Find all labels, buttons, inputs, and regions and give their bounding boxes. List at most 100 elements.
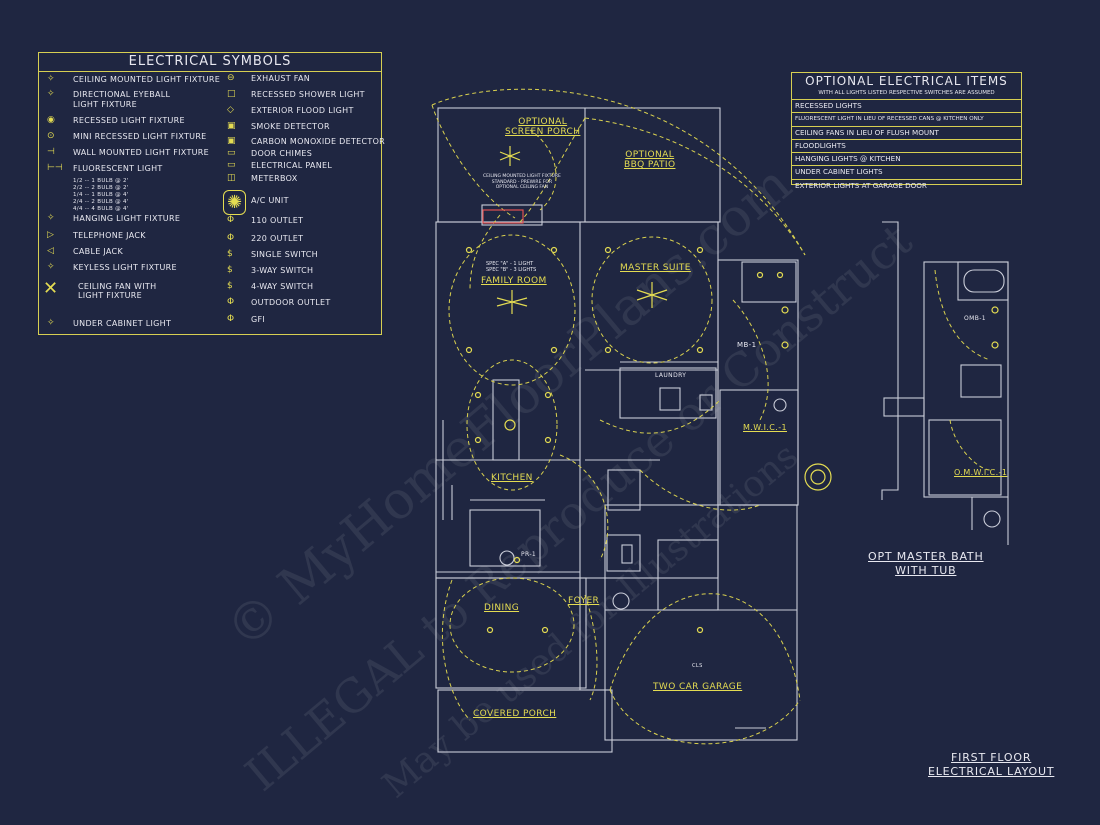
legend-left-label: WALL MOUNTED LIGHT FIXTURE	[73, 148, 210, 157]
covered-porch-label: COVERED PORCH	[473, 709, 557, 719]
spec-note: SPEC "A" - 1 LIGHT SPEC "B" - 3 LIGHTS	[486, 261, 536, 273]
floor-caption-line-1: FIRST FLOOR	[951, 751, 1032, 764]
walls	[435, 107, 1009, 753]
screen-porch-label: OPTIONAL SCREEN PORCH	[505, 117, 580, 137]
electrical-panel-icon: ▭	[227, 160, 236, 170]
legend-right-label: RECESSED SHOWER LIGHT	[251, 90, 365, 99]
optional-title: OPTIONAL ELECTRICAL ITEMS	[805, 74, 1008, 88]
mini-recessed-icon: ⊙	[47, 131, 55, 141]
fan-note-line: OPTIONAL CEILING FAN	[495, 185, 549, 190]
optional-row: RECESSED LIGHTS	[792, 100, 1021, 114]
fluorescent-size-line: 2/2 -- 2 BULB @ 2'	[73, 185, 129, 191]
floor-caption-line-2: ELECTRICAL LAYOUT	[928, 765, 1055, 778]
opt-bath-line-1: OPT MASTER BATH	[868, 550, 984, 563]
optional-electrical-items-table: OPTIONAL ELECTRICAL ITEMS WITH ALL LIGHT…	[791, 72, 1022, 190]
legend-right-label: A/C UNIT	[251, 196, 289, 205]
legend-right-label: EXTERIOR FLOOD LIGHT	[251, 106, 354, 115]
floor-layout-caption: FIRST FLOOR ELECTRICAL LAYOUT	[928, 751, 1054, 779]
optional-row: EXTERIOR LIGHTS AT GARAGE DOOR	[795, 180, 927, 190]
legend-left-label: HANGING LIGHT FIXTURE	[73, 214, 181, 223]
single-switch-icon: $	[227, 249, 233, 259]
legend-right-label: 220 OUTLET	[251, 234, 304, 243]
opt-master-bath-caption: OPT MASTER BATH WITH TUB	[868, 550, 984, 578]
legend-right-label: SINGLE SWITCH	[251, 250, 318, 259]
shower-light-icon: □	[227, 89, 236, 99]
recessed-light-icon: ◉	[47, 115, 55, 125]
legend-left-label: RECESSED LIGHT FIXTURE	[73, 116, 185, 125]
outdoor-outlet-icon: Φ	[227, 297, 235, 307]
legend-right-label: METERBOX	[251, 174, 298, 183]
bbq-patio-line-1: OPTIONAL	[625, 150, 675, 160]
legend-right-label: OUTDOOR OUTLET	[251, 298, 331, 307]
legend-left-label: TELEPHONE JACK	[73, 231, 146, 240]
optional-row: CEILING FANS IN LIEU OF FLUSH MOUNT	[792, 127, 1021, 140]
fluorescent-icon: ⊢⊣	[47, 163, 63, 173]
legend-left-label: CABLE JACK	[73, 247, 123, 256]
under-cabinet-icon: ✧	[47, 318, 55, 328]
legend-left-label: UNDER CABINET LIGHT	[73, 319, 172, 328]
legend-right-label: GFI	[251, 315, 266, 324]
laundry-label: LAUNDRY	[655, 372, 687, 379]
cable-icon: ◁	[47, 246, 54, 256]
omb1-label: OMB-1	[964, 315, 986, 322]
mb1-label: MB-1	[737, 341, 757, 349]
bbq-patio-label: OPTIONAL BBQ PATIO	[624, 150, 675, 170]
optional-subtitle: WITH ALL LIGHTS LISTED RESPECTIVE SWITCH…	[818, 90, 995, 96]
gfi-icon: Φ	[227, 314, 235, 324]
ceiling-light-icon: ✧	[47, 74, 55, 84]
legend-right-label: DOOR CHIMES	[251, 149, 313, 158]
wiring-arcs	[431, 88, 991, 745]
outlet-220-icon: Φ	[227, 233, 235, 243]
legend-left-label: FLUORESCENT LIGHT	[73, 164, 163, 173]
ceiling-fan-icon: ✕	[43, 278, 59, 299]
co-detector-icon: ▣	[227, 136, 236, 146]
fan-note-line: CEILING MOUNTED LIGHT FIXTURE	[483, 174, 561, 179]
optional-row: FLOODLIGHTS	[792, 140, 1021, 154]
optional-row: UNDER CABINET LIGHTS	[792, 166, 1021, 180]
dining-label: DINING	[484, 603, 520, 613]
foyer-label: FOYER	[568, 596, 600, 606]
fan-note: CEILING MOUNTED LIGHT FIXTURE STANDARD -…	[483, 174, 561, 191]
wall-light-icon: ⊣	[47, 147, 55, 157]
pr1-label: PR-1	[521, 551, 537, 558]
keyless-icon: ✧	[47, 262, 55, 272]
legend-right-label: 3-WAY SWITCH	[251, 266, 314, 275]
fluorescent-size-line: 2/4 -- 2 BULB @ 4'	[73, 199, 129, 205]
legend-left-label: KEYLESS LIGHT FIXTURE	[73, 263, 177, 272]
screen-porch-line-2: SCREEN PORCH	[505, 127, 581, 137]
eyeball-light-icon: ✧	[47, 89, 55, 99]
garage-label: TWO CAR GARAGE	[653, 682, 743, 692]
legend-left-label: CEILING FAN WITH	[78, 282, 157, 291]
legend-right-label: CARBON MONOXIDE DETECTOR	[251, 137, 386, 146]
4way-switch-icon: $	[227, 281, 233, 291]
electrical-symbols-legend: ELECTRICAL SYMBOLS CEILING MOUNTED LIGHT…	[38, 52, 386, 335]
hanging-light-icon: ✧	[47, 213, 55, 223]
cls-label: CLS	[692, 663, 703, 669]
optional-row: HANGING LIGHTS @ KITCHEN	[792, 153, 1021, 167]
legend-right-label: 110 OUTLET	[251, 216, 304, 225]
legend-left-label: LIGHT FIXTURE	[73, 100, 138, 109]
omwic-label: O.M.W.I.C.-1	[954, 468, 1008, 477]
spec-note-line: SPEC "B" - 3 LIGHTS	[486, 267, 537, 273]
master-suite-label: MASTER SUITE	[620, 263, 691, 273]
smoke-detector-icon: ▣	[227, 121, 236, 131]
legend-right-label: 4-WAY SWITCH	[251, 282, 314, 291]
screen-porch-line-1: OPTIONAL	[518, 117, 568, 127]
mwic-label: M.W.I.C.-1	[743, 423, 787, 432]
flood-light-icon: ◇	[227, 105, 234, 115]
door-chimes-icon: ▭	[227, 148, 236, 158]
legend-right-label: ELECTRICAL PANEL	[251, 161, 333, 170]
legend-right-label: EXHAUST FAN	[251, 74, 311, 83]
telephone-icon: ▷	[47, 230, 54, 240]
fluorescent-size-line: 1/2 -- 1 BULB @ 2'	[73, 178, 129, 184]
optional-row: FLUORESCENT LIGHT IN LIEU OF RECESSED CA…	[792, 113, 1021, 127]
fixtures	[465, 146, 999, 634]
legend-left-label: MINI RECESSED LIGHT FIXTURE	[73, 132, 207, 141]
legend-left-label: CEILING MOUNTED LIGHT FIXTURE	[73, 75, 221, 84]
exhaust-fan-icon: ⊖	[227, 73, 235, 83]
family-room-label: FAMILY ROOM	[481, 276, 547, 286]
fan-note-line: STANDARD - PREWIRE FOR	[491, 179, 553, 185]
legend-right-label: SMOKE DETECTOR	[251, 122, 330, 131]
ac-unit-icon: ✺	[223, 190, 247, 215]
